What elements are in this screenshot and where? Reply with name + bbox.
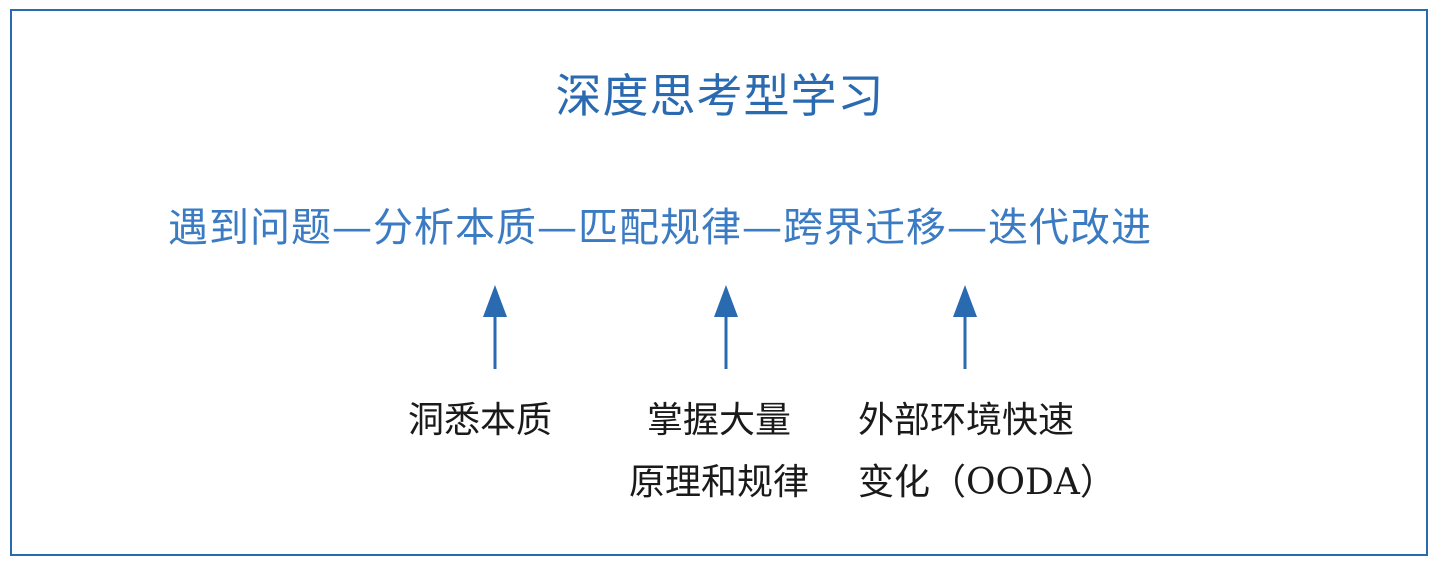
diagram-frame xyxy=(10,9,1428,556)
label-line: 变化（OODA） xyxy=(858,462,1116,503)
label-insight-essence: 洞悉本质 xyxy=(408,390,552,452)
arrow-up-icon xyxy=(953,285,977,369)
label-line: 洞悉本质 xyxy=(408,400,553,441)
label-line: 原理和规律 xyxy=(628,462,809,503)
label-line: 掌握大量 xyxy=(646,400,791,441)
label-line: 外部环境快速 xyxy=(858,400,1075,441)
label-master-principles: 掌握大量 原理和规律 xyxy=(614,390,824,514)
label-environment-change: 外部环境快速 变化（OODA） xyxy=(858,390,1116,514)
arrow-up-icon xyxy=(714,285,738,369)
diagram-title: 深度思考型学习 xyxy=(555,69,885,123)
process-flow: 遇到问题—分析本质—匹配规律—跨界迁移—迭代改进 xyxy=(168,205,1152,251)
arrow-up-icon xyxy=(483,285,507,369)
